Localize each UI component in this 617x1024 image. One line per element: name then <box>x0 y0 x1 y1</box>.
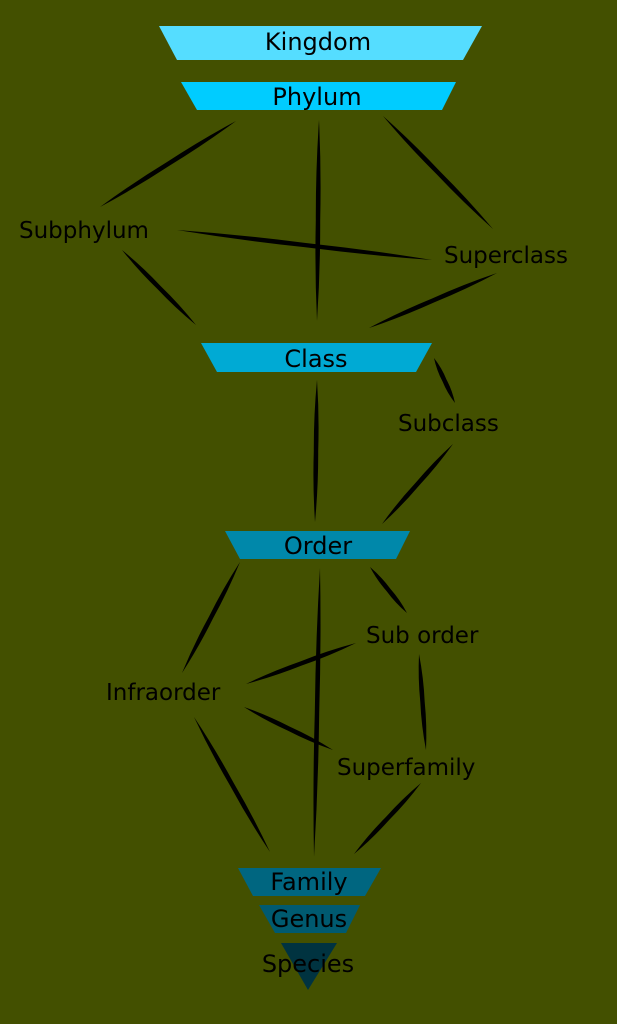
rank-shape-kingdom <box>159 26 482 60</box>
connector-infraorder-to-superfamily <box>244 707 333 750</box>
connector-suborder-to-infraorder <box>246 643 356 684</box>
connector-order-to-family <box>313 568 321 857</box>
connector-phylum-to-subphylum <box>100 121 236 207</box>
rank-kingdom: Kingdom <box>159 26 482 60</box>
connector-subclass-to-order <box>382 444 453 524</box>
connector-infraorder-to-family <box>194 717 270 852</box>
connectors-layer <box>100 116 497 857</box>
connector-superclass-to-class <box>369 273 497 328</box>
rank-label-class: Class <box>284 345 347 373</box>
rank-species: Species <box>262 943 354 990</box>
rank-label-order: Order <box>284 532 352 560</box>
connector-suborder-to-superfamily <box>418 654 427 750</box>
rank-family: Family <box>238 868 381 896</box>
rank-genus: Genus <box>259 905 360 933</box>
connector-phylum-to-class <box>315 120 321 321</box>
rank-order: Order <box>225 531 410 560</box>
rank-label-kingdom: Kingdom <box>265 28 371 56</box>
rank-phylum: Phylum <box>181 82 456 111</box>
rank-shape-class <box>201 343 432 372</box>
rank-shape-species <box>281 943 337 990</box>
rank-shape-genus <box>259 905 360 933</box>
rank-class: Class <box>201 343 432 373</box>
rank-label-subphylum: Subphylum <box>19 218 149 244</box>
rank-label-species: Species <box>262 950 354 978</box>
rank-shape-order <box>225 531 410 559</box>
rank-label-phylum: Phylum <box>272 83 361 111</box>
rank-label-suborder: Sub order <box>366 623 479 649</box>
rank-label-infraorder: Infraorder <box>106 680 221 706</box>
connector-order-to-infraorder <box>182 562 240 673</box>
rank-label-family: Family <box>270 868 347 896</box>
connector-class-to-subclass <box>434 358 455 403</box>
connector-order-to-suborder <box>370 567 407 613</box>
connector-phylum-to-superclass <box>383 116 493 229</box>
connector-subphylum-to-class <box>122 250 196 325</box>
connector-superfamily-to-family <box>354 783 421 854</box>
rank-label-genus: Genus <box>271 905 347 933</box>
rank-shape-phylum <box>181 82 456 110</box>
connector-subphylum-to-superclass <box>177 230 432 260</box>
rank-label-superfamily: Superfamily <box>337 755 475 781</box>
rank-label-superclass: Superclass <box>444 243 568 269</box>
connector-class-to-order <box>313 380 319 522</box>
rank-label-subclass: Subclass <box>398 411 499 437</box>
rank-shape-family <box>238 868 381 896</box>
